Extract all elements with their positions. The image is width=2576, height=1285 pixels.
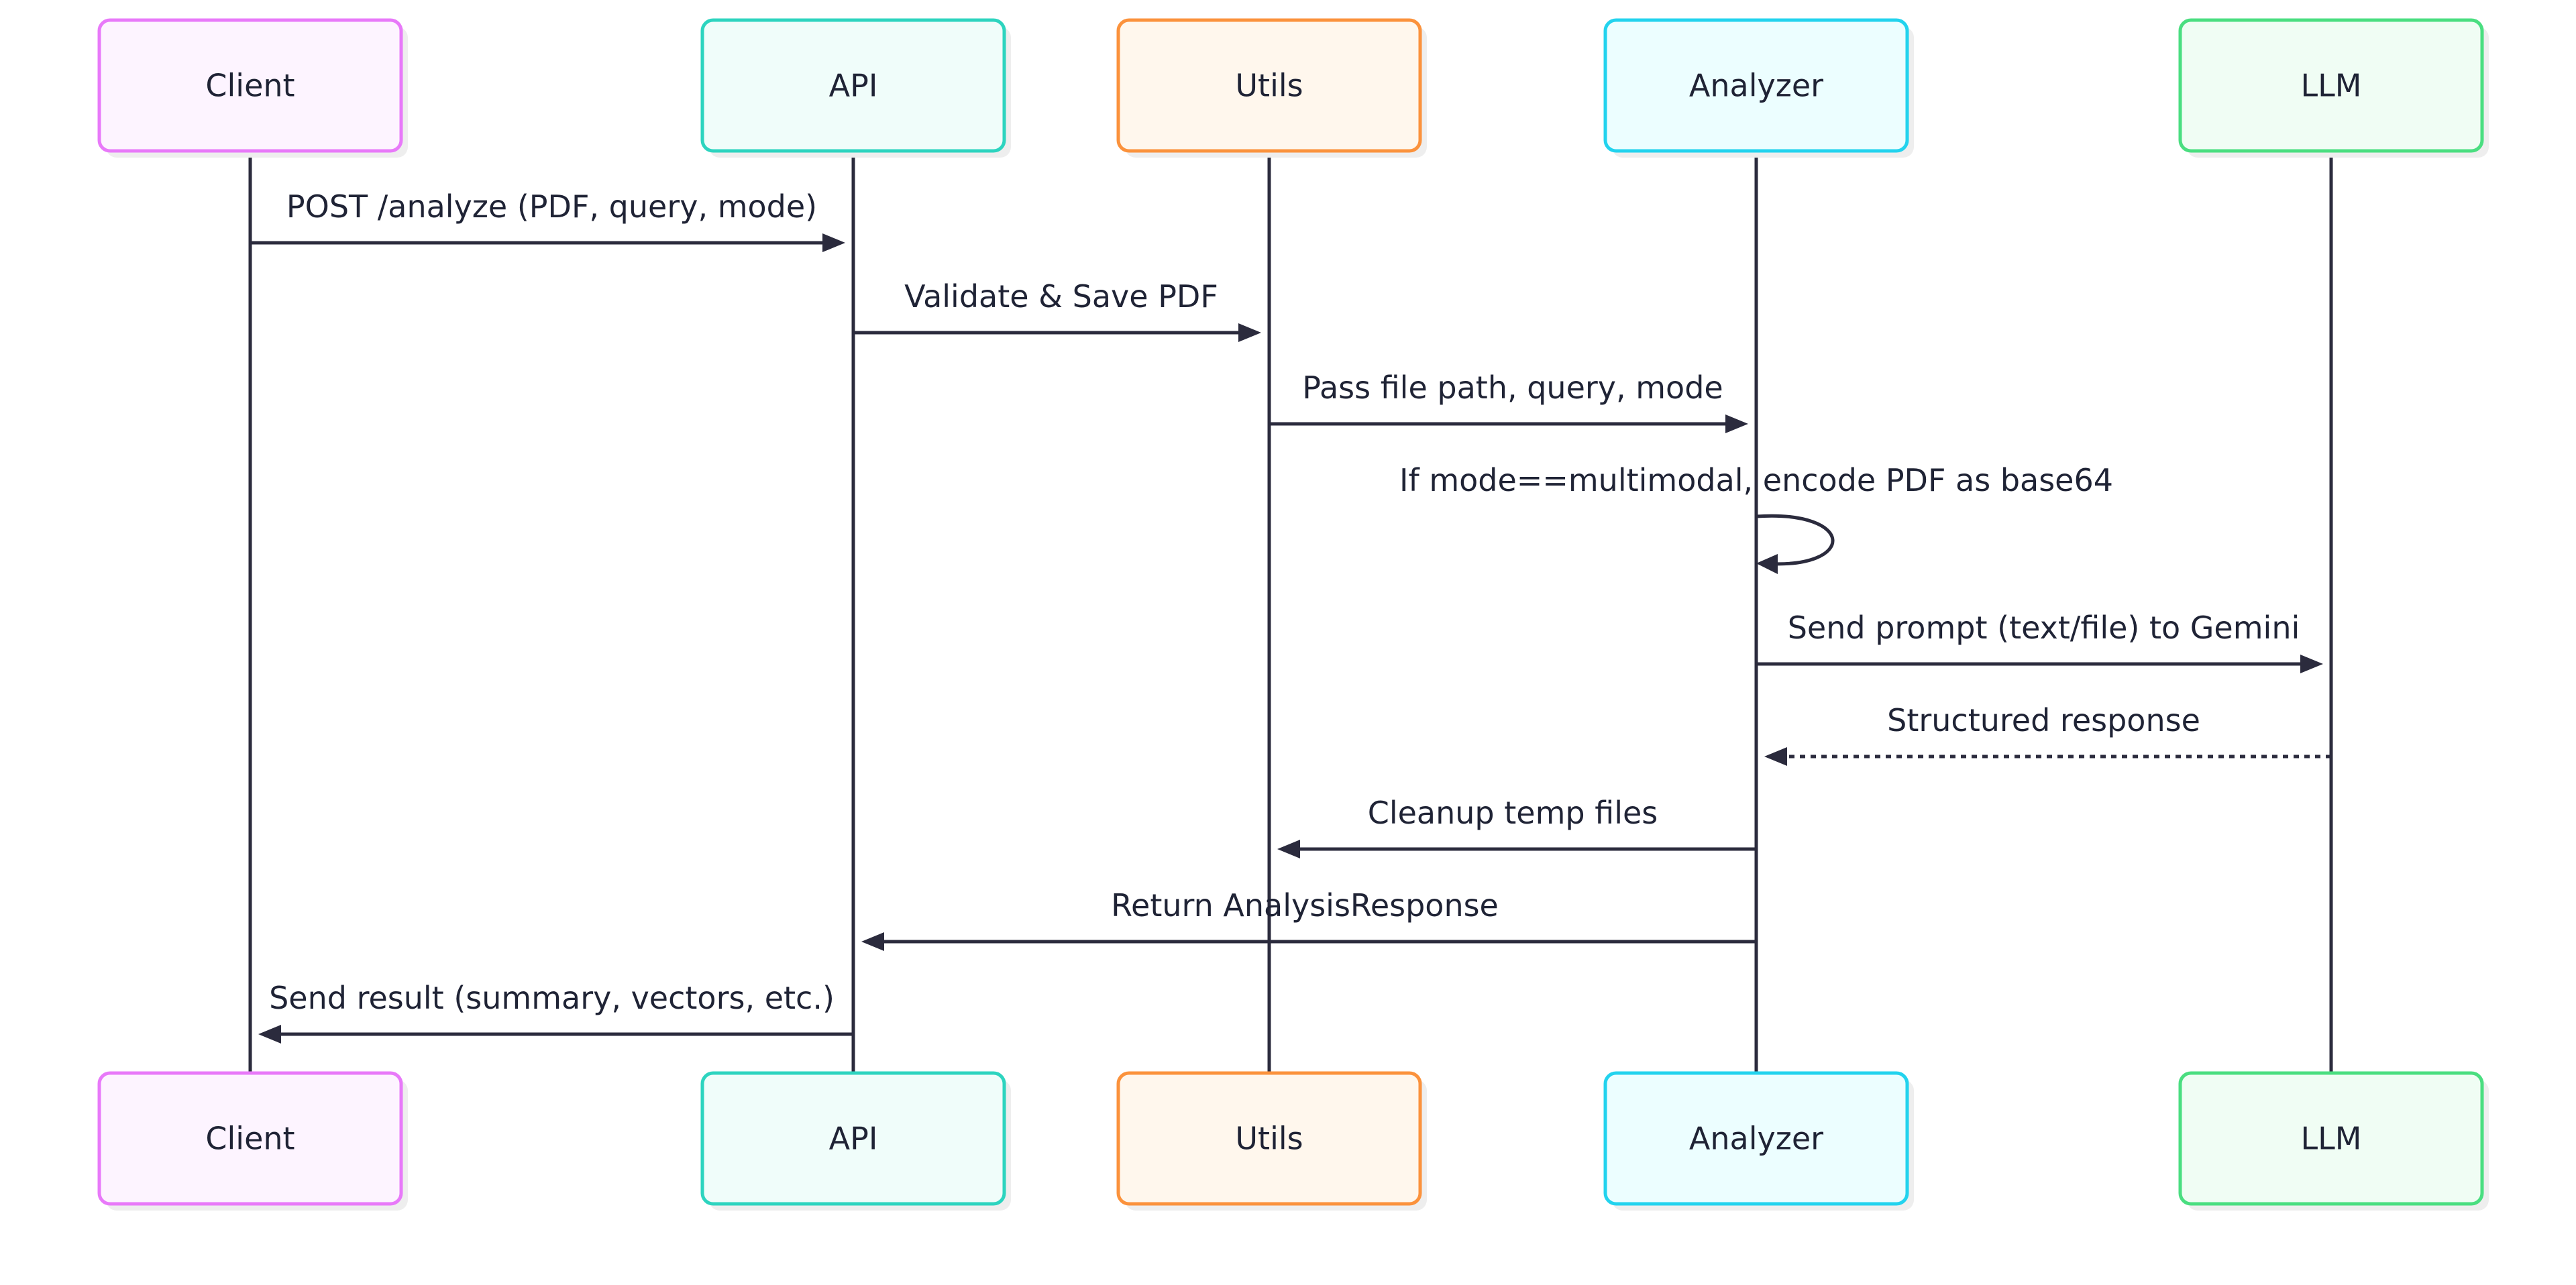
- participant-client-top: Client: [97, 18, 408, 158]
- message-label: If mode==multimodal, encode PDF as base6…: [1399, 462, 2113, 498]
- message-8: Return AnalysisResponse: [861, 887, 1756, 951]
- participant-box: [700, 1071, 1006, 1206]
- message-9: Send result (summary, vectors, etc.): [258, 980, 853, 1044]
- participant-llm-bottom: LLM: [2178, 1071, 2489, 1211]
- participant-box: [700, 18, 1006, 153]
- participant-api-top: API: [700, 18, 1011, 158]
- participant-label: Analyzer: [1689, 1121, 1823, 1157]
- participant-box: [1116, 18, 1422, 153]
- participant-api-bottom: API: [700, 1071, 1011, 1211]
- participant-analyzer-top: Analyzer: [1603, 18, 1914, 158]
- message-5: Send prompt (text/file) to Gemini: [1756, 610, 2323, 673]
- arrowhead: [1277, 840, 1300, 858]
- self-loop-arrow: [1756, 514, 1835, 566]
- participant-box: [97, 18, 403, 153]
- arrowhead: [1238, 323, 1261, 342]
- participant-label: Utils: [1235, 68, 1303, 104]
- message-3: Pass file path, query, mode: [1269, 370, 1748, 433]
- arrowhead: [1756, 554, 1778, 574]
- arrowhead: [1764, 747, 1787, 766]
- message-label: Structured response: [1887, 702, 2200, 738]
- message-1: POST /analyze (PDF, query, mode): [250, 188, 845, 252]
- participant-label: Utils: [1235, 1121, 1303, 1157]
- message-7: Cleanup temp files: [1277, 795, 1756, 858]
- arrowhead: [2300, 655, 2323, 673]
- participant-label: LLM: [2301, 1121, 2362, 1157]
- message-label: Validate & Save PDF: [904, 278, 1218, 315]
- participant-client-bottom: Client: [97, 1071, 408, 1211]
- participant-analyzer-bottom: Analyzer: [1603, 1071, 1914, 1211]
- participant-utils-top: Utils: [1116, 18, 1427, 158]
- message-label: Send prompt (text/file) to Gemini: [1788, 610, 2300, 646]
- arrowhead: [1725, 414, 1748, 433]
- participant-label: LLM: [2301, 68, 2362, 104]
- participant-box: [2178, 1071, 2484, 1206]
- arrowhead: [861, 932, 884, 951]
- participant-label: Client: [205, 68, 294, 104]
- participant-llm-top: LLM: [2178, 18, 2489, 158]
- message-label: Return AnalysisResponse: [1111, 887, 1499, 924]
- participant-box: [1603, 1071, 1909, 1206]
- participant-utils-bottom: Utils: [1116, 1071, 1427, 1211]
- message-label: Send result (summary, vectors, etc.): [269, 980, 835, 1016]
- arrowhead: [822, 233, 845, 252]
- message-label: Pass file path, query, mode: [1302, 370, 1723, 406]
- participant-box: [1116, 1071, 1422, 1206]
- participant-box: [97, 1071, 403, 1206]
- participant-label: API: [829, 1121, 878, 1157]
- message-2: Validate & Save PDF: [853, 278, 1261, 342]
- participant-box: [1603, 18, 1909, 153]
- message-label: POST /analyze (PDF, query, mode): [286, 188, 817, 225]
- participant-box: [2178, 18, 2484, 153]
- arrowhead: [258, 1025, 281, 1044]
- participant-label: Client: [205, 1121, 294, 1157]
- participant-label: Analyzer: [1689, 68, 1823, 104]
- message-6: Structured response: [1764, 702, 2331, 766]
- message-4: If mode==multimodal, encode PDF as base6…: [1399, 462, 2113, 574]
- message-label: Cleanup temp files: [1368, 795, 1658, 831]
- participant-label: API: [829, 68, 878, 104]
